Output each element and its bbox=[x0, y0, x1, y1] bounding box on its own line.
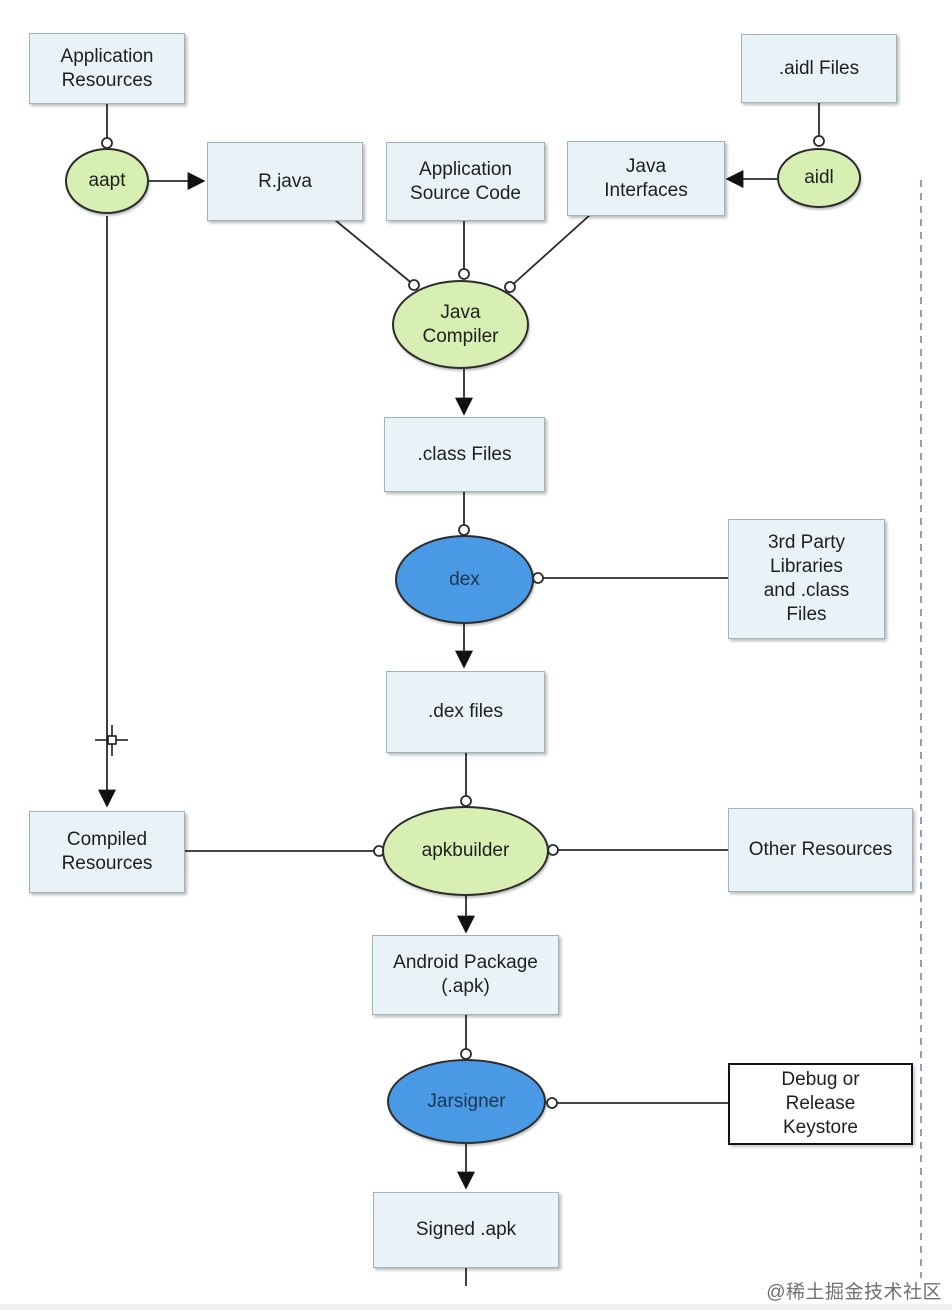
connector-dot bbox=[504, 281, 516, 293]
rjava-to-compiler-line bbox=[334, 219, 415, 286]
compiled-resources-box: Compiled Resources bbox=[29, 811, 185, 893]
jarsigner-node: Jarsigner bbox=[387, 1059, 546, 1144]
debug-release-keystore-box: Debug or Release Keystore bbox=[728, 1063, 913, 1145]
aidl-node: aidl bbox=[777, 148, 861, 208]
interfaces-to-compiler-line bbox=[509, 213, 592, 288]
other-resources-box: Other Resources bbox=[728, 808, 913, 892]
aapt-node: aapt bbox=[65, 148, 149, 214]
android-package-box: Android Package (.apk) bbox=[372, 935, 559, 1015]
signed-apk-box: Signed .apk bbox=[373, 1192, 559, 1268]
java-compiler-node: Java Compiler bbox=[392, 280, 529, 369]
watermark-text: @稀土掘金技术社区 bbox=[766, 1282, 942, 1303]
connector-dot bbox=[408, 279, 420, 291]
java-interfaces-box: Java Interfaces bbox=[567, 141, 725, 216]
application-resources-box: Application Resources bbox=[29, 33, 185, 104]
dex-node: dex bbox=[395, 535, 534, 624]
connector-dot bbox=[532, 572, 544, 584]
connector-dot bbox=[460, 795, 472, 807]
connector-dot bbox=[101, 137, 113, 149]
connector-dot bbox=[458, 268, 470, 280]
rjava-box: R.java bbox=[207, 142, 363, 221]
class-files-box: .class Files bbox=[384, 417, 545, 492]
apkbuilder-node: apkbuilder bbox=[382, 806, 549, 896]
connector-dot bbox=[547, 844, 559, 856]
aidl-files-box: .aidl Files bbox=[741, 34, 897, 103]
third-party-libraries-box: 3rd Party Libraries and .class Files bbox=[728, 519, 885, 639]
connector-dot bbox=[546, 1097, 558, 1109]
connector-dot bbox=[813, 135, 825, 147]
application-source-code-box: Application Source Code bbox=[386, 142, 545, 221]
crosshair-cursor-icon bbox=[95, 725, 128, 756]
dex-files-box: .dex files bbox=[386, 671, 545, 753]
connector-dot bbox=[460, 1048, 472, 1060]
connector-dot bbox=[458, 524, 470, 536]
bottom-strip bbox=[0, 1304, 952, 1310]
